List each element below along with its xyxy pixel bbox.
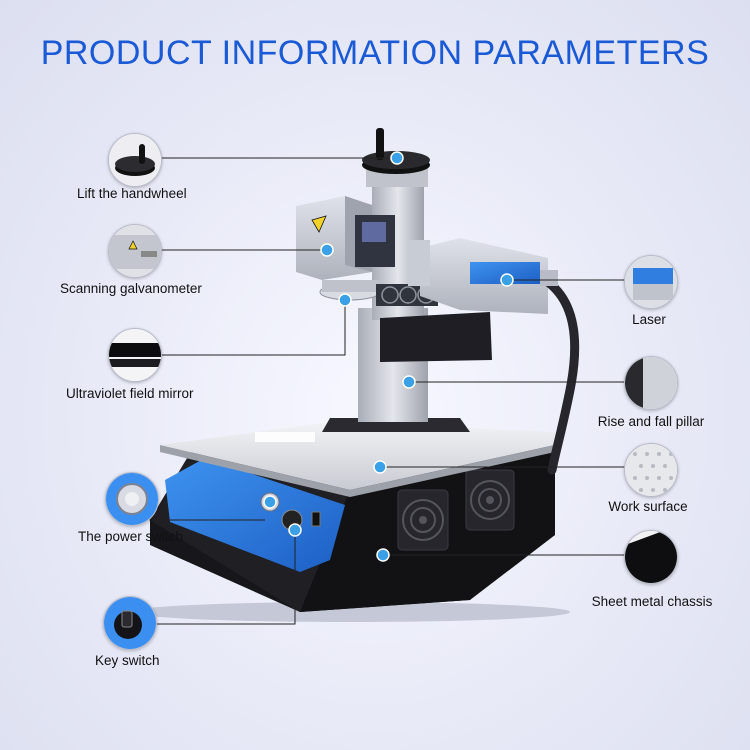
marker-key-switch xyxy=(288,523,302,537)
caption-handwheel: Lift the handwheel xyxy=(77,186,187,201)
cooling-fan-left xyxy=(397,489,449,551)
laser-icon xyxy=(624,255,678,309)
marker-chassis xyxy=(376,548,390,562)
caption-key-switch: Key switch xyxy=(95,653,160,668)
lift-handwheel xyxy=(362,128,430,174)
bracket xyxy=(380,312,492,362)
marker-power-switch xyxy=(263,495,277,509)
galvanometer-icon xyxy=(108,224,162,278)
key-switch-icon xyxy=(103,596,157,650)
laser-module xyxy=(408,238,548,314)
work-surface-icon xyxy=(624,443,678,497)
caption-field-mirror: Ultraviolet field mirror xyxy=(66,386,194,401)
caption-laser: Laser xyxy=(632,312,666,327)
marker-laser xyxy=(500,273,514,287)
scanning-galvanometer xyxy=(296,196,395,280)
caption-galvanometer: Scanning galvanometer xyxy=(60,281,202,296)
field-mirror-icon xyxy=(108,328,162,382)
power-switch-icon xyxy=(105,472,159,526)
cable-connector xyxy=(540,270,558,286)
handwheel-icon xyxy=(108,133,162,187)
control-panel xyxy=(165,458,345,572)
pillar-icon xyxy=(624,356,678,410)
caption-work-surface: Work surface xyxy=(608,499,688,514)
cooling-fan-right xyxy=(465,469,515,531)
marker-work-surface xyxy=(373,460,387,474)
chassis-icon xyxy=(624,530,678,584)
markers xyxy=(263,151,514,562)
caption-power-switch: The power switch xyxy=(78,529,184,544)
page-title: PRODUCT INFORMATION PARAMETERS xyxy=(40,34,710,72)
laser-cable xyxy=(540,275,580,475)
rocker-switch xyxy=(311,511,321,527)
work-table xyxy=(160,422,555,497)
marker-galvanometer xyxy=(320,243,334,257)
caption-chassis: Sheet metal chassis xyxy=(591,594,713,609)
chassis-shadow xyxy=(130,602,570,622)
caption-pillar: Rise and fall pillar xyxy=(597,414,705,429)
marker-field-mirror xyxy=(338,293,352,307)
marker-handwheel xyxy=(390,151,404,165)
marker-pillar xyxy=(402,375,416,389)
